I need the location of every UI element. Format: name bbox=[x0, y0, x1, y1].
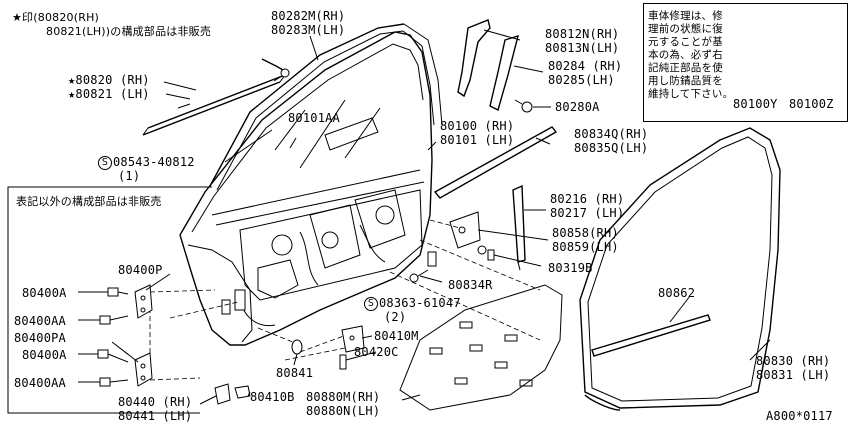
part-80280a: 80280A bbox=[555, 100, 600, 114]
door-panel bbox=[179, 31, 433, 346]
part-80217: 80217 (LH) bbox=[550, 206, 625, 220]
clip-b-icon bbox=[477, 245, 495, 261]
part-80440: 80440 (RH) bbox=[118, 395, 193, 409]
hinge-pin bbox=[234, 385, 251, 399]
clip-icon bbox=[273, 68, 290, 82]
door-check bbox=[341, 325, 365, 353]
part-80283: 80283M(LH) bbox=[271, 23, 346, 37]
part-80101aa: 80101AA bbox=[288, 111, 340, 125]
part-08543-qty: (1) bbox=[118, 169, 141, 183]
part-80216: 80216 (RH) bbox=[550, 192, 625, 206]
bracket-plate bbox=[449, 211, 481, 249]
screw-s-text: S bbox=[101, 157, 109, 168]
part-80410b: 80410B bbox=[250, 390, 295, 404]
part-80100y: 80100Y bbox=[733, 97, 778, 111]
not-sold-note: ★印(80820(RH) bbox=[12, 11, 99, 24]
not-sold-note-2: 80821(LH))の構成部品は非販売 bbox=[46, 25, 211, 38]
part-80859: 80859(LH) bbox=[552, 240, 619, 254]
part-08363-qty: (2) bbox=[384, 310, 407, 324]
part-08543: 08543-40812 bbox=[113, 155, 195, 169]
screw-s-symbol: S bbox=[98, 156, 112, 170]
plug-icon bbox=[291, 339, 303, 355]
part-80284: 80284 (RH) bbox=[548, 59, 623, 73]
not-sold-line2: 80821(LH))の構成部品は非販売 bbox=[46, 25, 212, 38]
part-80400aa-1: 80400AA bbox=[14, 314, 66, 328]
belt-moulding bbox=[433, 126, 558, 199]
not-sold-line1: ★印(80820(RH) bbox=[12, 11, 100, 24]
hinge-cap bbox=[214, 383, 231, 405]
check-pin bbox=[339, 354, 347, 370]
guide-lines bbox=[149, 219, 541, 381]
lower-hinge bbox=[134, 352, 153, 387]
upper-hinge bbox=[134, 284, 153, 319]
part-80812: 80812N(RH) bbox=[545, 27, 620, 41]
repair-notice-box bbox=[643, 3, 848, 122]
part-80880m: 80880M(RH) bbox=[306, 390, 381, 404]
strip-end-icon bbox=[261, 58, 284, 71]
part-80820: ★80820 (RH) bbox=[68, 73, 150, 87]
part-80319b: 80319B bbox=[548, 261, 593, 275]
screw-icon bbox=[514, 99, 533, 113]
sash-moulding bbox=[489, 34, 519, 112]
part-80410m: 80410M bbox=[374, 329, 419, 343]
part-80834q: 80834Q(RH) bbox=[574, 127, 649, 141]
part-80400a-2: 80400A bbox=[22, 348, 67, 362]
part-80880n: 80880N(LH) bbox=[306, 404, 381, 418]
bolt-icon bbox=[97, 287, 129, 387]
sealing-screen bbox=[399, 284, 563, 411]
part-80441: 80441 (LH) bbox=[118, 409, 193, 423]
part-80835q: 80835Q(LH) bbox=[574, 141, 649, 155]
part-80100z: 80100Z bbox=[789, 97, 834, 111]
part-80400a-1: 80400A bbox=[22, 286, 67, 300]
glass-run bbox=[209, 23, 443, 191]
part-80285: 80285(LH) bbox=[548, 73, 615, 87]
part-80101: 80101 (LH) bbox=[440, 133, 515, 147]
rear-channel bbox=[512, 184, 526, 271]
part-80834r: 80834R bbox=[448, 278, 493, 292]
part-80400aa-2: 80400AA bbox=[14, 376, 66, 390]
part-80831: 80831 (LH) bbox=[756, 368, 831, 382]
part-08363: 08363-61047 bbox=[379, 296, 461, 310]
inner-strip bbox=[591, 314, 711, 357]
part-80821: ★80821 (LH) bbox=[68, 87, 150, 101]
part-80813: 80813N(LH) bbox=[545, 41, 620, 55]
door-weatherstrip bbox=[579, 127, 781, 411]
part-80841: 80841 bbox=[276, 366, 314, 380]
part-80282: 80282M(RH) bbox=[271, 9, 346, 23]
part-80830: 80830 (RH) bbox=[756, 354, 831, 368]
screw-s-text-2: S bbox=[367, 298, 375, 309]
repair-notice-text: 車体修理は、修 理前の状態に復 元することが基 本の為、必ず右 記純正部品を使 … bbox=[648, 10, 734, 100]
division-bar bbox=[457, 19, 491, 98]
group-bracket bbox=[7, 186, 212, 414]
diagram-code: A800*0117 bbox=[766, 409, 833, 423]
part-80400p: 80400P bbox=[118, 263, 163, 277]
part-80100: 80100 (RH) bbox=[440, 119, 515, 133]
screw-r-icon bbox=[409, 251, 437, 283]
leader-lines bbox=[78, 29, 809, 405]
part-80858: 80858(RH) bbox=[552, 226, 619, 240]
outer-weatherstrip bbox=[142, 74, 286, 136]
other-not-sold-note: 表記以外の構成部品は非販売 bbox=[16, 195, 162, 208]
part-80862: 80862 bbox=[658, 286, 696, 300]
part-80400pa: 80400PA bbox=[14, 331, 66, 345]
part-80420c: 80420C bbox=[354, 345, 399, 359]
screw-s-symbol-2: S bbox=[364, 297, 378, 311]
